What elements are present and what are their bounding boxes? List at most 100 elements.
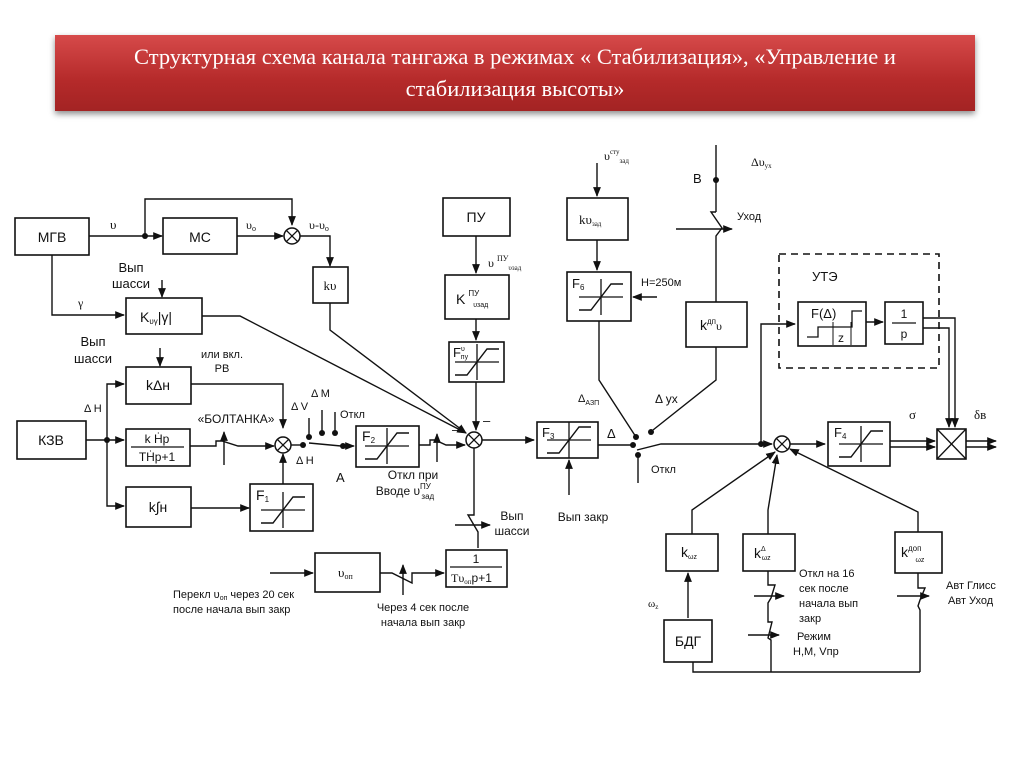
svg-text:F1: F1 xyxy=(256,487,270,504)
label-delta-ux: Δ ух xyxy=(655,392,678,406)
label-delta-v-out: δв xyxy=(974,407,986,422)
block-k-hdot-filter: k Ḣp TḢp+1 xyxy=(125,428,191,467)
wire-f2-mainsum xyxy=(419,439,466,449)
label-delta-m: Δ М xyxy=(311,388,330,400)
label-omega-z: ωz xyxy=(648,598,658,611)
label-ute: УТЭ xyxy=(812,269,838,284)
svg-text:1: 1 xyxy=(901,307,908,321)
title-line-1: Структурная схема канала тангажа в режим… xyxy=(134,44,896,69)
label-delta-v: Δ V xyxy=(291,401,309,413)
wire-integrator-mixer-b xyxy=(923,327,953,428)
block-bdg: БДГ xyxy=(663,619,713,663)
minus-sign: – xyxy=(483,413,491,428)
svg-text:F(Δ): F(Δ) xyxy=(811,306,836,321)
title-line-2: стабилизация высоты» xyxy=(405,76,625,101)
summator-height xyxy=(274,436,292,454)
switch-ukhod[interactable] xyxy=(709,211,723,304)
block-k-int-h: k∫н xyxy=(125,486,192,528)
wire-theta-bypass xyxy=(144,198,296,236)
block-f-delta: F(Δ) z xyxy=(797,301,867,347)
summator-main xyxy=(465,431,483,449)
mixer-output xyxy=(936,428,967,460)
wire-f6-switch-azp xyxy=(598,321,637,438)
label-or-rv: или вкл.РВ xyxy=(201,349,243,375)
wire-integrator-mixer-a xyxy=(923,317,959,428)
block-kzv: КЗВ xyxy=(16,420,87,460)
block-f2: F2 xyxy=(355,425,420,468)
svg-text:kдпυ: kдпυ xyxy=(700,317,722,333)
mode-switch-main[interactable] xyxy=(636,440,773,451)
block-f4: F4 xyxy=(827,421,891,467)
switch-avt[interactable] xyxy=(917,573,927,672)
label-otkl-1: Откл xyxy=(340,409,365,421)
wire-kzv-kdh xyxy=(106,380,125,440)
label-theta: υ xyxy=(110,217,116,232)
minus-sign: – xyxy=(452,422,460,437)
svg-text:kυ: kυ xyxy=(324,278,337,293)
wire-gamma xyxy=(51,255,125,319)
svg-text:F3: F3 xyxy=(542,425,555,441)
block-k-theta: kυ xyxy=(312,266,349,304)
svg-text:Kυγ|γ|: Kυγ|γ| xyxy=(140,309,172,326)
label-delta-h-left: Δ Н xyxy=(84,403,102,415)
wire-bdg-bus xyxy=(692,662,920,673)
wire-ktheta-mainsum xyxy=(329,303,467,434)
label-delta-h-switch: Δ Н xyxy=(296,455,314,467)
wire-kwz-sum xyxy=(691,451,776,534)
label-otkl-2: Откл xyxy=(651,464,676,476)
svg-text:МГВ: МГВ xyxy=(38,229,67,245)
wire-kdh-sum xyxy=(191,383,287,429)
label-point-a: А xyxy=(336,470,345,485)
label-gamma: γ xyxy=(77,296,84,310)
block-f3: F3 xyxy=(536,421,599,459)
label-theta-minus-theta0: υ-υо xyxy=(309,218,329,233)
wire-kdp-switch-ux xyxy=(652,347,717,431)
wire-sum-ktheta xyxy=(300,235,334,267)
svg-text:kυзад: kυзад xyxy=(579,212,602,228)
label-vyp-zakr: Вып закр xyxy=(558,510,609,524)
label-ukhod: Уход xyxy=(737,211,762,223)
svg-text:p: p xyxy=(901,327,908,341)
svg-text:kωz: kωz xyxy=(681,544,697,561)
label-point-b: В xyxy=(693,171,702,186)
wire-mainsum-filter xyxy=(466,448,479,548)
svg-text:F6: F6 xyxy=(572,276,585,292)
svg-text:F4: F4 xyxy=(834,425,847,441)
wire-boltanka-switch xyxy=(190,440,275,450)
wire-kdopwz-sum xyxy=(789,448,919,532)
label-delta-azp: ΔАЗП xyxy=(578,393,599,407)
svg-text:k∫н: k∫н xyxy=(149,499,168,515)
block-k-wz: kωz xyxy=(665,533,719,572)
wire-kgamma-mainsum xyxy=(202,315,467,434)
wire-kdeltawz-sum xyxy=(767,454,780,534)
svg-text:БДГ: БДГ xyxy=(675,633,702,649)
label-sigma: σ xyxy=(909,407,916,422)
block-k-delta-h: kΔн xyxy=(125,366,192,405)
switches-k-delta-wz[interactable] xyxy=(767,571,776,672)
wire-to-f-delta xyxy=(760,320,796,444)
block-f6: F6 xyxy=(566,271,632,322)
summator-theta xyxy=(283,227,301,245)
label-theta-stu-zad: υстузад xyxy=(604,148,629,165)
mode-switch-a[interactable] xyxy=(308,442,342,447)
block-theta-op: υоп xyxy=(314,552,381,593)
svg-text:υоп: υоп xyxy=(338,565,353,581)
summator-output xyxy=(773,435,791,453)
label-boltanka: «БОЛТАНКА» xyxy=(198,412,275,426)
block-k-dp-theta: kдпυ xyxy=(685,301,748,348)
svg-text:1: 1 xyxy=(473,552,480,566)
svg-text:k Ḣp: k Ḣp xyxy=(145,432,170,446)
